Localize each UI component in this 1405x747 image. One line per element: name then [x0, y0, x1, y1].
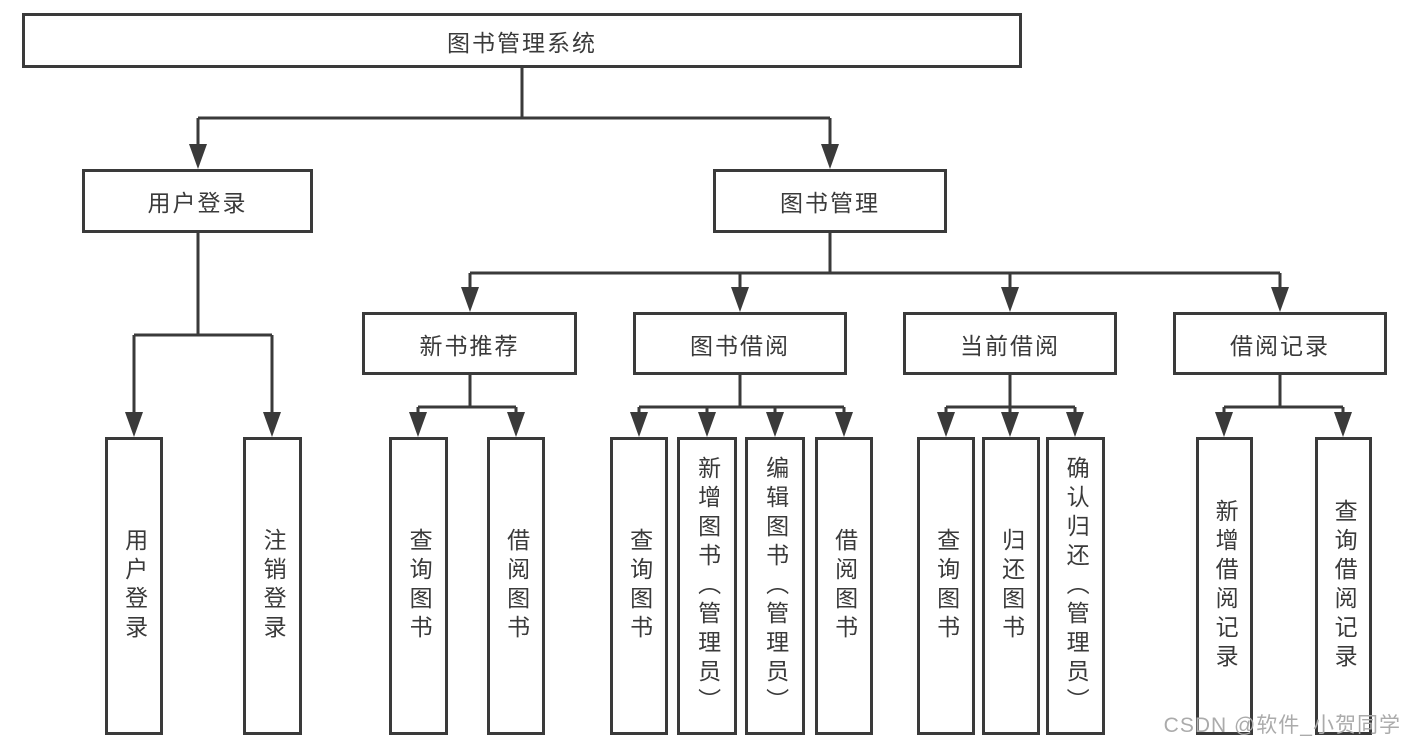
- node-label: 用户登录: [121, 528, 148, 644]
- node-label: 新增图书（管理员）: [694, 455, 721, 717]
- leaf-borrowing-edit-books-admin: 编辑图书（管理员）: [745, 437, 805, 735]
- node-label: 查询借阅记录: [1331, 499, 1358, 673]
- node-label: 新增借阅记录: [1212, 499, 1239, 673]
- node-label: 注销登录: [260, 528, 287, 644]
- node-label: 图书管理系统: [447, 29, 597, 56]
- node-borrow-records: 借阅记录: [1173, 312, 1387, 375]
- leaf-borrowing-query-books: 查询图书: [610, 437, 668, 735]
- node-label: 用户登录: [147, 190, 248, 216]
- node-label: 图书管理: [780, 190, 880, 216]
- leaf-current-query-books: 查询图书: [917, 437, 975, 735]
- node-label: 当前借阅: [960, 332, 1060, 359]
- node-label: 确认归还（管理员）: [1063, 455, 1090, 717]
- leaf-borrowing-borrow-books: 借阅图书: [815, 437, 873, 735]
- node-label: 新书推荐: [419, 332, 520, 359]
- node-root-system: 图书管理系统: [22, 13, 1022, 68]
- leaf-borrowing-add-books-admin: 新增图书（管理员）: [677, 437, 737, 735]
- node-label: 图书借阅: [690, 332, 790, 359]
- node-label: 查询图书: [933, 528, 960, 644]
- node-label: 借阅图书: [831, 528, 858, 644]
- node-label: 借阅图书: [503, 528, 530, 644]
- leaf-records-add-record: 新增借阅记录: [1196, 437, 1253, 735]
- leaf-records-query-record: 查询借阅记录: [1315, 437, 1372, 735]
- leaf-logout: 注销登录: [243, 437, 302, 735]
- node-label: 归还图书: [998, 528, 1025, 644]
- leaf-current-confirm-return-admin: 确认归还（管理员）: [1046, 437, 1105, 735]
- node-new-book-recommendation: 新书推荐: [362, 312, 577, 375]
- node-label: 查询图书: [626, 528, 653, 644]
- leaf-newrec-borrow-books: 借阅图书: [487, 437, 545, 735]
- leaf-newrec-query-books: 查询图书: [389, 437, 448, 735]
- node-label: 借阅记录: [1230, 332, 1330, 359]
- node-label: 编辑图书（管理员）: [762, 455, 789, 717]
- node-user-login: 用户登录: [82, 169, 313, 233]
- node-book-management: 图书管理: [713, 169, 947, 233]
- leaf-current-return-books: 归还图书: [982, 437, 1040, 735]
- node-current-borrowing: 当前借阅: [903, 312, 1117, 375]
- node-book-borrowing: 图书借阅: [633, 312, 847, 375]
- arrowheads: [125, 144, 1352, 437]
- leaf-user-login: 用户登录: [105, 437, 163, 735]
- node-label: 查询图书: [406, 528, 433, 644]
- csdn-watermark: CSDN @软件_小贺同学: [1163, 714, 1401, 737]
